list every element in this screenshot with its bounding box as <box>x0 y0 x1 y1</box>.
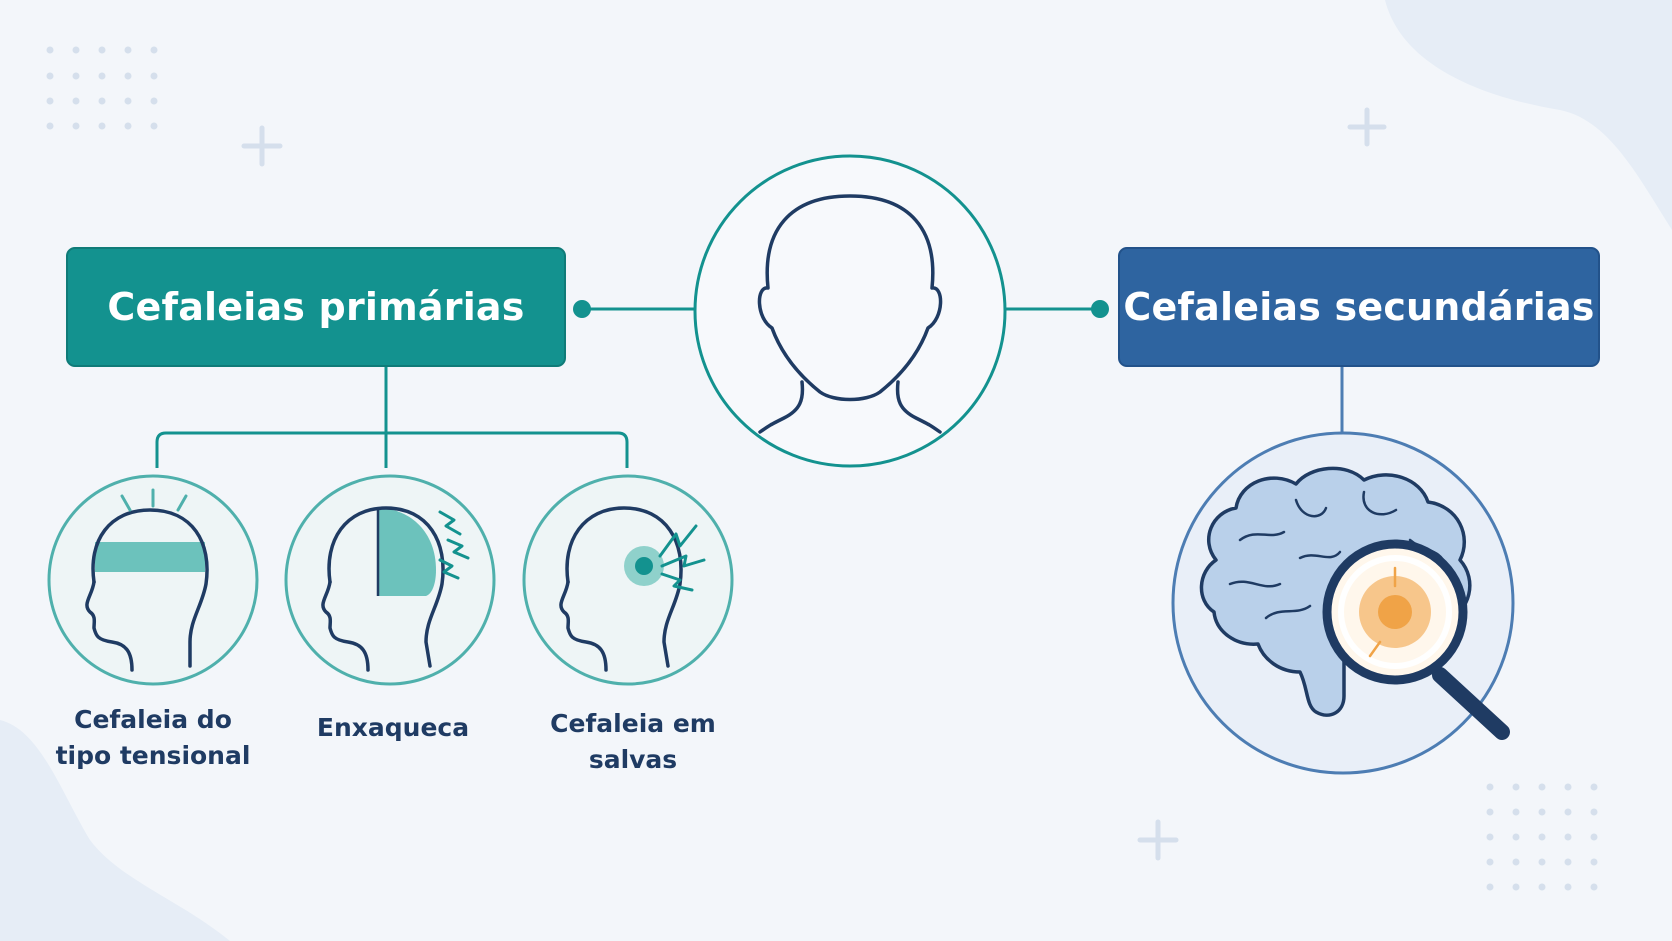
label-line: tipo tensional <box>55 741 251 770</box>
label-line: salvas <box>588 745 678 774</box>
secondary-headaches-box: Cefaleias secundárias <box>1118 247 1600 367</box>
plus-decorations <box>241 107 1387 861</box>
half-head-pain-icon <box>284 474 496 686</box>
dot-grid-bottom-right <box>1486 783 1598 891</box>
background-blob-bottom-left <box>0 720 230 941</box>
headband-head-icon <box>47 474 259 686</box>
eye-pain-head-icon <box>522 474 734 686</box>
connector-primary <box>155 307 695 468</box>
label-line: Enxaqueca <box>316 713 470 742</box>
dot-grid-top-left <box>46 46 158 130</box>
connector-dot-secondary <box>1091 300 1109 318</box>
connector-dot-primary <box>573 300 591 318</box>
label-migraine: Enxaqueca <box>283 710 503 746</box>
label-cluster-headache: Cefaleia em salvas <box>523 706 743 778</box>
primary-headaches-box: Cefaleias primárias <box>66 247 566 367</box>
label-tension-headache: Cefaleia do tipo tensional <box>43 702 263 774</box>
label-line: Cefaleia do <box>74 705 232 734</box>
background-blob-top-right <box>1385 0 1672 230</box>
brain-magnifier-icon <box>1171 431 1515 775</box>
head-silhouette-icon <box>693 154 1007 468</box>
label-line: Cefaleia em <box>550 709 716 738</box>
